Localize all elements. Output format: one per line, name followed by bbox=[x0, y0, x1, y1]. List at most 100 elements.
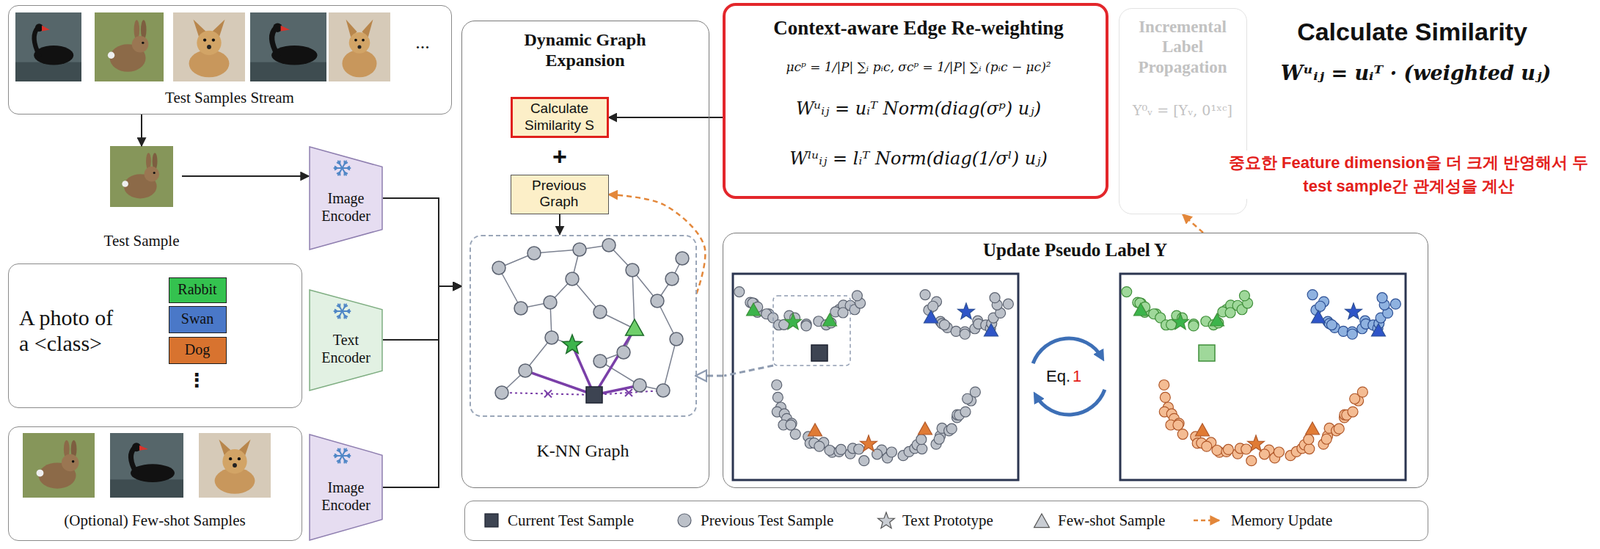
knn-graph-drawing bbox=[492, 238, 689, 403]
scatter-panel-part bbox=[771, 379, 783, 390]
legend-symbol-part bbox=[484, 513, 499, 527]
scatter-panel-part bbox=[1321, 433, 1332, 444]
text-slot: K-NN Graph bbox=[469, 437, 697, 466]
scatter-panel-part bbox=[933, 433, 945, 444]
stream-panel: Test Samples Stream... bbox=[8, 5, 452, 115]
dog-photo-part bbox=[198, 432, 271, 498]
dog-photo-part bbox=[203, 38, 207, 42]
legend-symbol bbox=[674, 509, 695, 531]
knn-graph-drawing-part bbox=[594, 328, 635, 395]
annotation-text: Eq. bbox=[1046, 364, 1071, 389]
text-slot: (Optional) Few-shot Samples bbox=[8, 506, 301, 535]
text-slot: A photo of a <class> bbox=[19, 293, 122, 367]
knn-graph: K-NN Graph bbox=[469, 234, 697, 474]
scatter-panel-part bbox=[746, 302, 761, 316]
frozen-icon-part bbox=[338, 455, 343, 463]
annotation-slot: Eq. bbox=[1035, 364, 1071, 389]
rabbit-photo-part bbox=[36, 469, 45, 477]
rabbit-photo bbox=[22, 432, 95, 498]
scatter-panel-part bbox=[1222, 443, 1234, 455]
knn-graph-drawing-part bbox=[586, 386, 603, 403]
swan-photo-part bbox=[250, 62, 327, 82]
scatter-panel-part bbox=[1304, 443, 1315, 455]
zoom-link bbox=[724, 365, 774, 376]
scatter-panel-part bbox=[1002, 298, 1014, 309]
node-text: ⋮ bbox=[187, 369, 207, 392]
legend-item: Previous Test Sample bbox=[674, 501, 834, 540]
scatter-panel-part bbox=[1195, 423, 1210, 436]
dog-photo-part bbox=[232, 462, 237, 468]
node-text: Y⁰ᵥ = [Yᵥ, 0¹ˣᶜ] bbox=[1132, 101, 1233, 119]
annotation-text: Wᵘᵢⱼ = uᵢᵀ · (weighted uⱼ) bbox=[1276, 57, 1556, 89]
frozen-icon-part bbox=[344, 162, 347, 165]
scatter-panel-part bbox=[928, 300, 939, 312]
node-text: Wˡᵘᵢⱼ = lᵢᵀ Norm(diag(1/σˡ) uⱼ) bbox=[789, 148, 1048, 169]
scatter-panel-part bbox=[1172, 313, 1190, 330]
scatter-panel-part bbox=[1198, 344, 1215, 361]
scatter-panel-part bbox=[1201, 440, 1212, 452]
node-label: Test Samples Stream bbox=[165, 88, 295, 108]
scatter-panel-part bbox=[946, 423, 957, 434]
frozen-icon-part bbox=[346, 167, 350, 170]
dog-photo-part bbox=[228, 457, 232, 460]
connector bbox=[559, 214, 561, 235]
text-slot: Incremental Label Propagation bbox=[1123, 13, 1242, 81]
scatter-panel-part bbox=[811, 344, 828, 361]
scatter-panel-part bbox=[917, 443, 928, 455]
scatter-panel-part bbox=[1315, 300, 1326, 312]
legend-symbol-part bbox=[1193, 519, 1220, 522]
node-label: K-NN Graph bbox=[537, 440, 630, 461]
knn-graph-drawing-part bbox=[525, 370, 595, 395]
connector bbox=[608, 116, 724, 119]
scatter-panel-part bbox=[919, 289, 931, 301]
few-shot-panel: (Optional) Few-shot Samples bbox=[8, 426, 303, 541]
scatter-panel-part bbox=[1305, 421, 1320, 435]
knn-graph-drawing-part bbox=[495, 385, 509, 400]
image-encoder: Image Encoder bbox=[308, 433, 383, 541]
knn-graph-drawing-part bbox=[572, 242, 587, 257]
rabbit-photo-part bbox=[141, 41, 144, 45]
legend-symbol-part bbox=[878, 512, 896, 529]
scatter-panel-part bbox=[732, 273, 1019, 480]
frozen-icon-part bbox=[338, 160, 341, 164]
knn-graph-drawing-part bbox=[544, 390, 552, 398]
frozen-icon-part bbox=[343, 172, 345, 176]
scatter-panel-part bbox=[801, 320, 812, 331]
frozen-icon bbox=[333, 303, 350, 318]
scatter-panel-part bbox=[1121, 286, 1132, 298]
text-slot: + bbox=[537, 140, 582, 173]
dashed-frame bbox=[469, 234, 697, 417]
knn-graph-drawing-part bbox=[492, 261, 506, 275]
node-label: Previous Graph bbox=[511, 177, 608, 211]
legend-symbol-part bbox=[677, 513, 692, 527]
frozen-icon-part bbox=[341, 448, 347, 456]
frozen-icon-part bbox=[338, 311, 343, 319]
scatter-panel bbox=[732, 273, 1019, 480]
node-text: + bbox=[552, 141, 568, 171]
knn-graph-drawing-part bbox=[593, 354, 607, 368]
encoder-shape-part bbox=[309, 146, 383, 250]
scatter-panel-part bbox=[1134, 302, 1149, 316]
node-text: μcᵖ = 1/|P| ∑ᵢ pᵢc, σcᵖ = 1/|P| ∑ᵢ (pᵢc … bbox=[785, 59, 1051, 75]
rabbit-photo-part bbox=[71, 459, 75, 463]
pseudo-label-panel: Update Pseudo Label Y bbox=[722, 232, 1429, 488]
scatter-panel-part bbox=[1307, 289, 1318, 301]
cycle-arrows-part bbox=[1035, 389, 1105, 415]
rabbit-photo-part bbox=[94, 12, 164, 82]
scatter-panel-part bbox=[860, 435, 878, 452]
swan-photo-part bbox=[139, 445, 149, 451]
scatter-panel-part bbox=[835, 443, 846, 455]
scatter-panel-part bbox=[1390, 298, 1401, 309]
swan-photo-part bbox=[15, 62, 82, 82]
dog-photo-part bbox=[361, 38, 365, 42]
node-label: Text Encoder bbox=[308, 331, 383, 367]
text-slot: μcᵖ = 1/|P| ∑ᵢ pᵢc, σcᵖ = 1/|P| ∑ᵢ (pᵢc … bbox=[731, 49, 1106, 84]
connector bbox=[608, 194, 706, 294]
swan-photo-part bbox=[15, 12, 82, 82]
knn-graph-drawing-part bbox=[602, 238, 616, 252]
swan-photo bbox=[15, 12, 82, 82]
scatter-panel-part bbox=[918, 421, 933, 435]
frozen-icon-part bbox=[341, 303, 347, 312]
